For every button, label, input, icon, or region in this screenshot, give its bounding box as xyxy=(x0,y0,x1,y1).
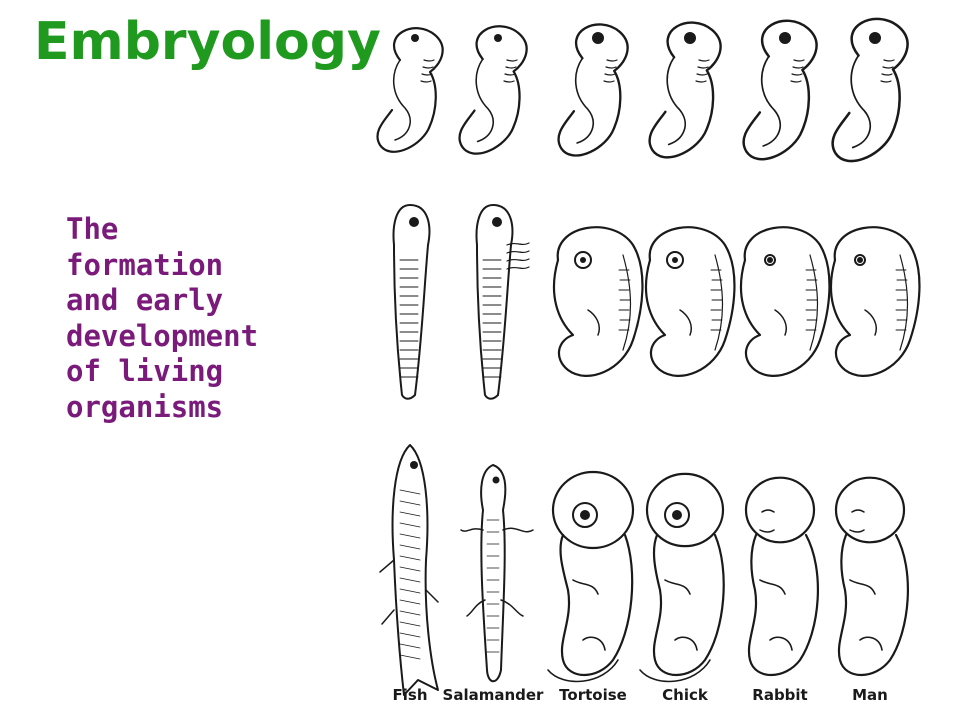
definition-text: The formation and early development of l… xyxy=(66,212,346,425)
species-label-salamander: Salamander xyxy=(443,686,545,704)
embryo-stage3-chick xyxy=(639,472,725,683)
embryo-stage3-salamander xyxy=(460,464,534,683)
embryo-stage2-fish xyxy=(392,204,431,400)
definition-line: The xyxy=(66,212,119,246)
species-label-tortoise: Tortoise xyxy=(559,686,627,704)
embryo-stage3-fish xyxy=(379,444,439,696)
embryo-stage1-fish xyxy=(376,27,444,153)
embryo-stage2-rabbit xyxy=(739,226,831,377)
embryo-stage3-tortoise xyxy=(547,470,635,683)
definition-line: and early xyxy=(66,283,224,317)
species-label-man: Man xyxy=(852,686,888,704)
definition-line: organisms xyxy=(66,389,224,424)
embryo-stage3-rabbit xyxy=(744,476,820,676)
species-label-fish: Fish xyxy=(393,686,428,704)
definition-line: formation xyxy=(66,247,224,282)
embryo-stage2-salamander xyxy=(475,204,530,400)
embryo-stage1-man xyxy=(831,17,909,163)
embryo-stage2-tortoise xyxy=(552,226,644,377)
embryo-stage1-salamander xyxy=(458,25,528,155)
slide-title: Embryology xyxy=(34,12,381,72)
embryo-comparison-figure: Fish Salamander Tortoise Chick Rabbit Man xyxy=(376,17,921,704)
embryo-stage2-chick xyxy=(644,226,736,377)
species-label-chick: Chick xyxy=(662,686,709,704)
embryo-stage3-man xyxy=(834,476,910,676)
embryo-stage1-rabbit xyxy=(742,19,818,161)
embryo-stage1-chick xyxy=(648,21,722,159)
embryo-stage1-tortoise xyxy=(557,23,629,157)
species-label-rabbit: Rabbit xyxy=(752,686,807,704)
embryo-stage2-man xyxy=(829,226,921,377)
definition-line: of living xyxy=(66,354,224,388)
definition-line: development xyxy=(66,318,259,353)
